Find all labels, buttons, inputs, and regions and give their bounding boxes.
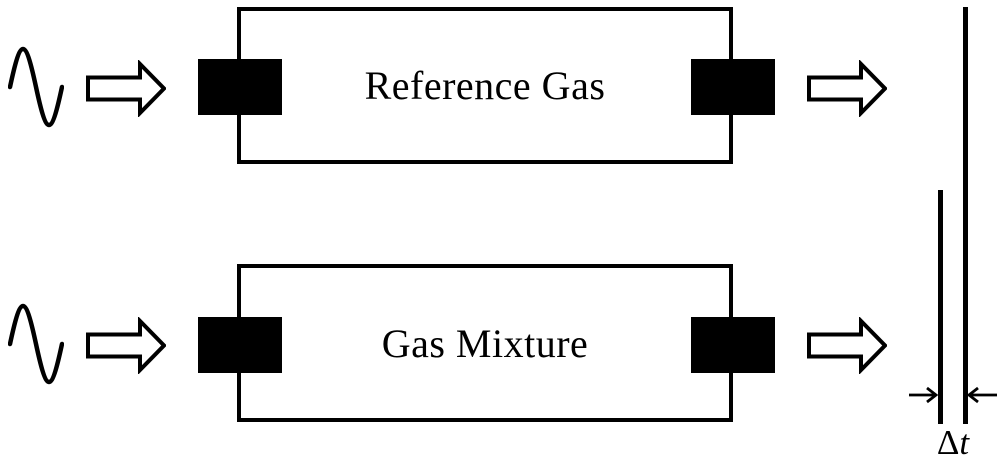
flow-arrow-right-icon — [807, 317, 887, 374]
reference-arrival-line — [963, 7, 968, 424]
flow-arrow-right-icon — [86, 317, 166, 374]
reference-gas-chamber: Reference Gas — [237, 7, 733, 164]
delta-symbol: Δ — [936, 423, 960, 462]
sine-wave-icon — [8, 46, 64, 128]
gas-mixture-label: Gas Mixture — [381, 320, 589, 366]
transducer-block-top-left — [198, 59, 282, 115]
flow-arrow-right-icon — [807, 60, 887, 117]
time-variable: t — [959, 423, 970, 462]
delta-t-label: Δt — [923, 423, 983, 463]
gas-mixture-chamber: Gas Mixture — [237, 264, 733, 422]
sine-wave-icon — [8, 303, 64, 385]
reference-gas-label: Reference Gas — [364, 63, 606, 108]
flow-arrow-right-icon — [86, 60, 166, 117]
transducer-block-bottom-right — [691, 317, 775, 373]
dim-arrow-right-icon — [909, 386, 939, 404]
mixture-arrival-line — [938, 190, 943, 424]
transducer-block-top-right — [691, 59, 775, 115]
transducer-block-bottom-left — [198, 317, 282, 373]
dim-arrow-left-icon — [966, 386, 997, 404]
